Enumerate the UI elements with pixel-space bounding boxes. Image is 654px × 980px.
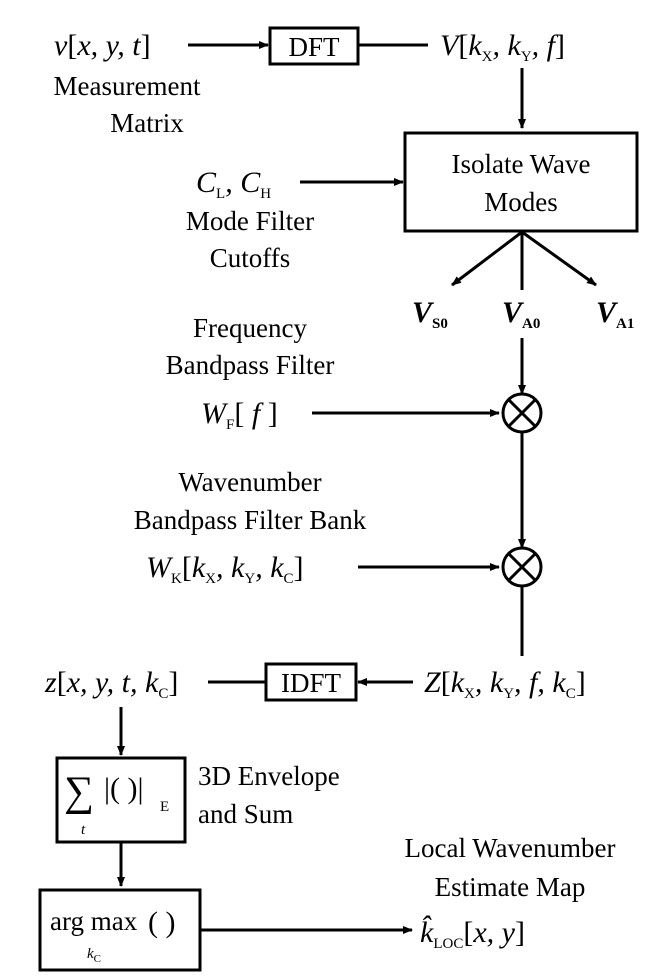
argmax-subscript: kC (87, 946, 101, 965)
idft-label: IDFT (281, 668, 342, 698)
mode-s0-label: VS0 (412, 296, 448, 332)
cutoffs-label: CL, CH (196, 166, 271, 202)
measurement-label-line1: Measurement (54, 71, 201, 101)
multiplier-1-icon (501, 392, 543, 434)
isolate-label-line2: Modes (484, 187, 558, 217)
arrow-to-s0 (451, 230, 523, 287)
spectrum-label: V[kX, kY, f] (440, 29, 565, 65)
mode-a0-label: VA0 (502, 296, 540, 332)
arrow-to-a1 (521, 230, 597, 287)
multiplier-2-icon (501, 546, 543, 588)
envelope-subscript: E (160, 799, 169, 815)
freq-filter-label: WF[ f ] (201, 397, 278, 433)
envelope-label-line1: 3D Envelope (198, 761, 340, 791)
envelope-label-line2: and Sum (198, 799, 293, 829)
mode-a1-label: VA1 (596, 296, 634, 332)
freq-bandpass-label-line2: Bandpass Filter (166, 350, 335, 380)
mode-filter-label-line1: Mode Filter (186, 206, 314, 236)
wave-filter-label: WK[kX, kY, kC] (146, 551, 304, 587)
output-map-label: k̂LOC[x, y] (420, 915, 525, 952)
measurement-label-line2: Matrix (110, 108, 184, 138)
wave-bandpass-label-line1: Wavenumber (178, 467, 321, 497)
local-wavenumber-label-line1: Local Wavenumber (405, 833, 616, 863)
input-signal-label: v[x, y, t] (54, 29, 151, 62)
dft-label: DFT (288, 32, 340, 62)
argmax-parens: ( ) (148, 906, 175, 939)
mode-filter-label-line2: Cutoffs (210, 243, 291, 273)
sum-index: t (81, 822, 86, 838)
local-wavenumber-label-line2: Estimate Map (435, 872, 586, 902)
isolate-label-line1: Isolate Wave (451, 149, 590, 179)
filtered-signal-label: z[x, y, t, kC] (44, 666, 178, 702)
freq-bandpass-label-line1: Frequency (193, 313, 307, 343)
svg-text:|( )|: |( )| (104, 772, 144, 805)
wave-bandpass-label-line2: Bandpass Filter Bank (134, 505, 367, 535)
argmax-label: arg max (50, 906, 138, 936)
envelope-sum-formula: ∑ t |( )| E (64, 769, 169, 838)
svg-text:∑: ∑ (64, 769, 94, 815)
filtered-spectrum-label: Z[kX, kY, f, kC] (424, 666, 586, 702)
